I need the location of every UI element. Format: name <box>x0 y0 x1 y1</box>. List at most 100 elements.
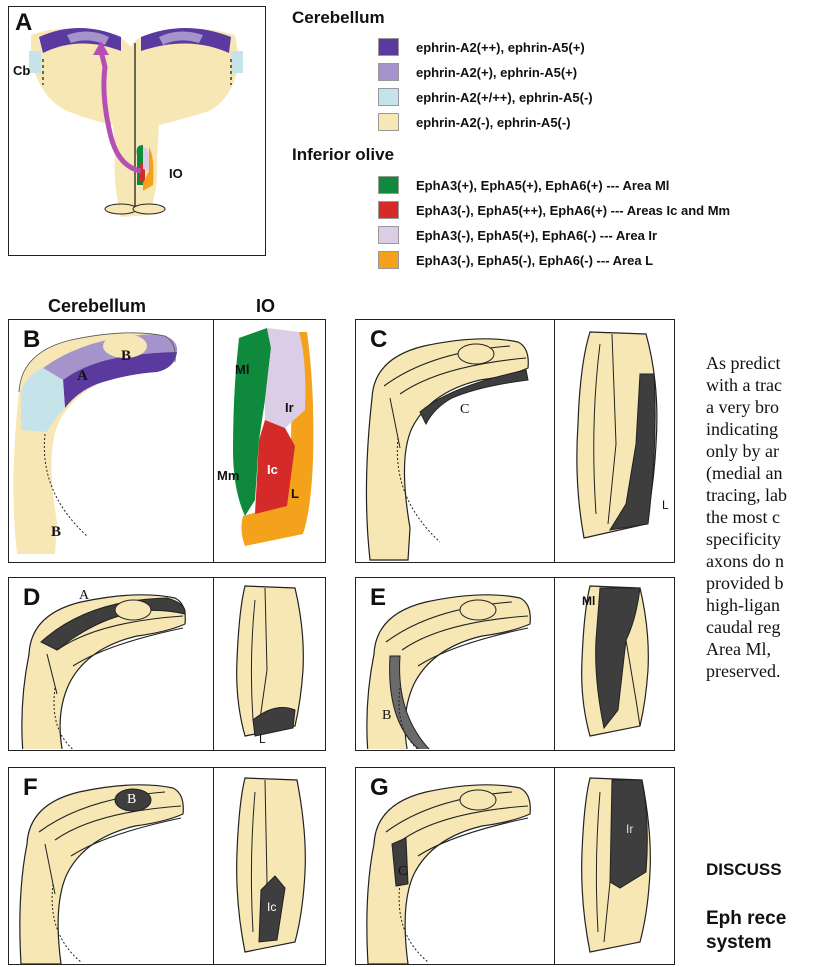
panel-c-cerebellum <box>356 320 556 561</box>
panel-a: A Cb IO <box>8 6 266 256</box>
panel-f-separator <box>213 768 214 964</box>
panel-b-io-l: L <box>291 486 299 501</box>
column-header-io: IO <box>256 296 275 317</box>
body-line: indicating <box>706 420 778 438</box>
cb-left-lateral <box>29 51 41 73</box>
panel-g-label: G <box>370 776 389 800</box>
body-line: with a trac <box>706 376 782 394</box>
panel-f-cb-zone: B <box>127 792 136 808</box>
body-line: provided b <box>706 574 783 592</box>
panel-f-io-area: Ic <box>267 900 276 914</box>
panel-c-io <box>560 324 670 560</box>
panel-a-schematic <box>9 7 264 254</box>
legend-swatch <box>378 201 399 219</box>
panel-g-cb-zone: C <box>398 864 407 880</box>
legend-text: ephrin-A2(++), ephrin-A5(+) <box>416 40 585 55</box>
legend-io-row-3: EphA3(-), EphA5(+), EphA6(-) --- Area Ir <box>378 227 657 243</box>
panel-e-cb-zone: B <box>382 708 391 724</box>
subheading-line-1: Eph rece <box>706 908 786 930</box>
legend-text: ephrin-A2(-), ephrin-A5(-) <box>416 115 571 130</box>
panel-b-io-mm: Mm <box>217 468 239 483</box>
body-line: high-ligan <box>706 596 780 614</box>
body-line: Area Ml, <box>706 640 771 658</box>
legend-cb-row-3: ephrin-A2(+/++), ephrin-A5(-) <box>378 89 593 105</box>
panel-c-separator <box>554 320 555 562</box>
panel-d-cb-zone: A <box>79 588 89 604</box>
section-heading: DISCUSS <box>706 860 782 880</box>
legend-text: EphA3(+), EphA5(+), EphA6(+) --- Area Ml <box>416 178 669 193</box>
legend-swatch <box>378 38 399 56</box>
legend-cb-row-1: ephrin-A2(++), ephrin-A5(+) <box>378 39 585 55</box>
legend-swatch <box>378 251 399 269</box>
cb-label: Cb <box>13 63 30 78</box>
legend-swatch <box>378 88 399 106</box>
panel-d-label: D <box>23 586 40 610</box>
panel-b-io-ir: Ir <box>285 400 294 415</box>
legend-text: EphA3(-), EphA5(++), EphA6(+) --- Areas … <box>416 203 730 218</box>
panel-e-separator <box>554 578 555 750</box>
legend-io-title: Inferior olive <box>292 145 394 165</box>
legend-text: ephrin-A2(+/++), ephrin-A5(-) <box>416 90 593 105</box>
panel-f-io <box>215 772 325 962</box>
panel-b-io <box>215 320 325 561</box>
panel-e-io <box>560 580 670 748</box>
io-label: IO <box>169 166 183 181</box>
panel-b-zone-b-lower: B <box>51 524 61 541</box>
body-line: As predict <box>706 354 780 372</box>
legend-cb-row-2: ephrin-A2(+), ephrin-A5(+) <box>378 64 577 80</box>
legend-io-row-2: EphA3(-), EphA5(++), EphA6(+) --- Areas … <box>378 202 730 218</box>
panel-g-io <box>560 772 670 962</box>
body-line: (medial an <box>706 464 782 482</box>
panel-d: D A L <box>8 577 326 751</box>
legend-cerebellum-title: Cerebellum <box>292 8 385 28</box>
panel-b-zone-a: A <box>77 368 88 385</box>
column-header-cerebellum: Cerebellum <box>48 296 146 317</box>
panel-g: G C Ir <box>355 767 675 965</box>
panel-d-io-area: L <box>259 732 266 746</box>
panel-b-separator <box>213 320 214 562</box>
panel-b-io-ml: Ml <box>235 362 249 377</box>
body-line: axons do n <box>706 552 784 570</box>
panel-d-separator <box>213 578 214 750</box>
legend-io-row-1: EphA3(+), EphA5(+), EphA6(+) --- Area Ml <box>378 177 669 193</box>
legend-io-row-4: EphA3(-), EphA5(-), EphA6(-) --- Area L <box>378 252 653 268</box>
panel-c-label: C <box>370 328 387 352</box>
legend-swatch <box>378 176 399 194</box>
panel-f-label: F <box>23 776 38 800</box>
panel-b-zone-b-top: B <box>121 348 131 365</box>
legend-text: EphA3(-), EphA5(+), EphA6(-) --- Area Ir <box>416 228 657 243</box>
body-line: tracing, lab <box>706 486 787 504</box>
body-line: preserved. <box>706 662 780 680</box>
panel-e: E B Ml <box>355 577 675 751</box>
body-line: the most c <box>706 508 780 526</box>
panel-e-label: E <box>370 586 386 610</box>
panel-f-cerebellum <box>9 768 209 964</box>
panel-c: C C L <box>355 319 675 563</box>
panel-b-io-ic: Ic <box>267 462 278 477</box>
bottom-oval-right <box>133 204 165 214</box>
legend-cb-row-4: ephrin-A2(-), ephrin-A5(-) <box>378 114 571 130</box>
panel-a-label: A <box>15 11 32 35</box>
panel-g-separator <box>554 768 555 964</box>
panel-b-zone-c: C <box>95 386 106 403</box>
panel-b: B A B C B Ml Ir Mm Ic L <box>8 319 326 563</box>
legend-swatch <box>378 63 399 81</box>
panel-b-label: B <box>23 328 40 352</box>
panel-f: F B Ic <box>8 767 326 965</box>
panel-c-io-area: L <box>662 498 669 512</box>
panel-e-io-area: Ml <box>582 594 595 608</box>
panel-d-io <box>215 580 325 748</box>
legend-text: ephrin-A2(+), ephrin-A5(+) <box>416 65 577 80</box>
panel-b-cerebellum <box>9 320 209 561</box>
cb-right-lateral <box>231 51 243 73</box>
legend-text: EphA3(-), EphA5(-), EphA6(-) --- Area L <box>416 253 653 268</box>
panel-g-io-area: Ir <box>626 822 633 836</box>
subheading-line-2: system <box>706 932 772 954</box>
legend-swatch <box>378 113 399 131</box>
body-line: a very bro <box>706 398 779 416</box>
body-line: only by ar <box>706 442 779 460</box>
bottom-oval-left <box>105 204 137 214</box>
legend-swatch <box>378 226 399 244</box>
body-line: specificity <box>706 530 781 548</box>
panel-c-cb-zone: C <box>460 402 469 418</box>
